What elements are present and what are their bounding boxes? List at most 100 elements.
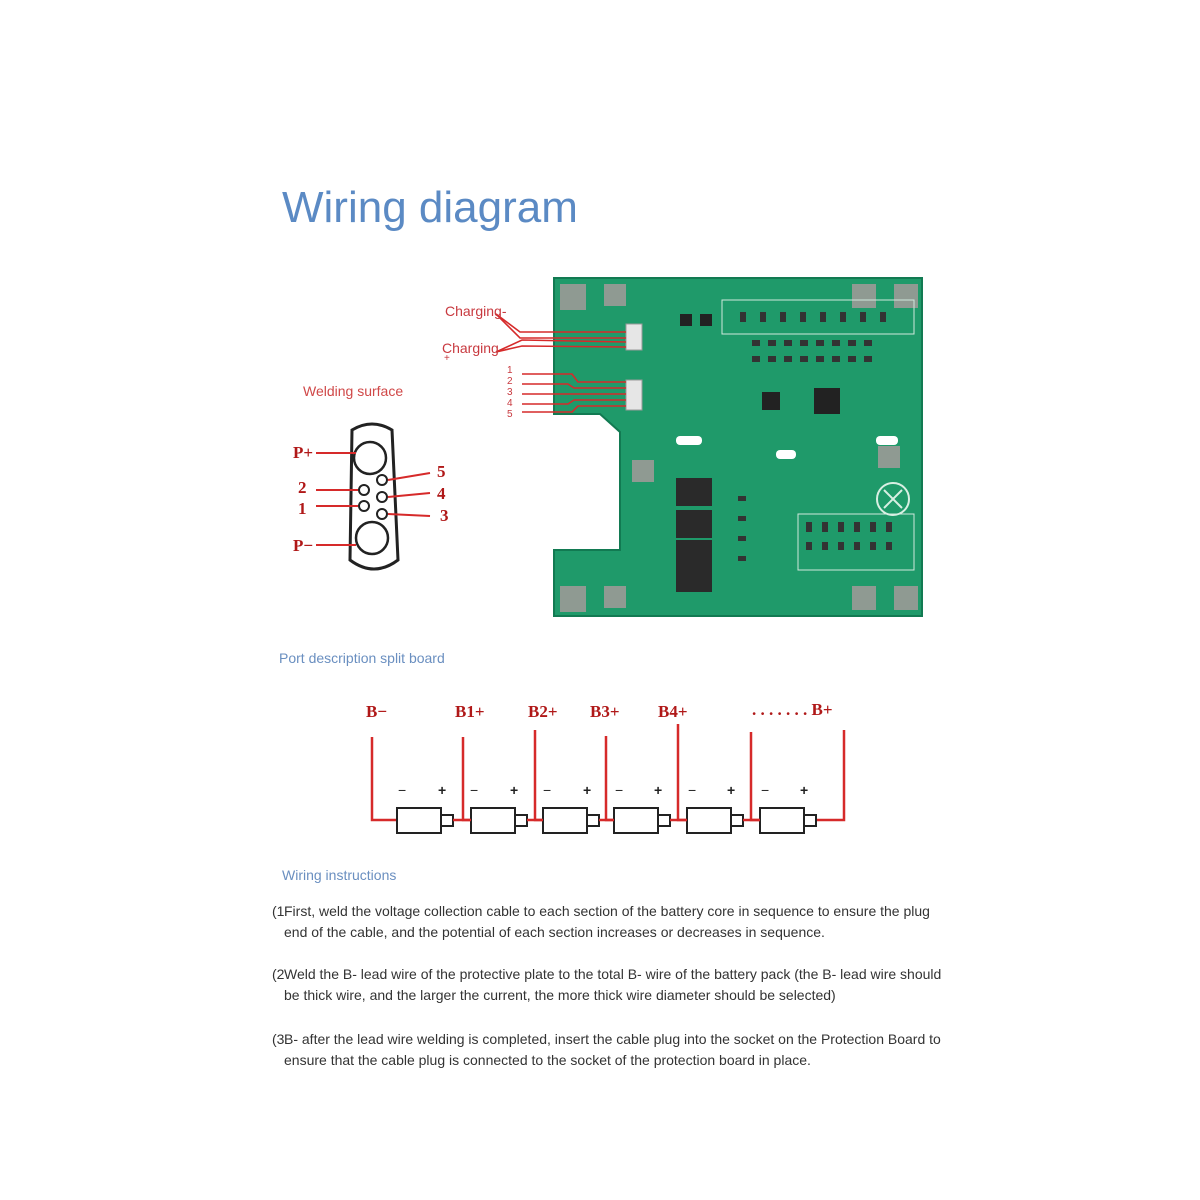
mosfet-4 — [676, 566, 712, 592]
wire-b-minus — [370, 737, 397, 822]
instruction-3-text: B- after the lead wire welding is comple… — [284, 1031, 941, 1068]
mosfet-2 — [676, 510, 712, 538]
pin-5-circle — [376, 474, 388, 486]
terminal-b4: B4+ — [658, 702, 688, 721]
terminal-b-minus: B− — [366, 702, 388, 721]
cell-1-minus: − — [398, 782, 407, 798]
terminal-b-plus: . . . . . . . B+ — [752, 700, 833, 719]
sense-number-1: 1 — [507, 365, 513, 376]
cell-1-plus: + — [438, 782, 447, 798]
charging-minus-wire-a — [495, 313, 626, 333]
pin-label-3: 3 — [440, 506, 449, 525]
slot-3 — [876, 436, 898, 445]
pad-top-3 — [852, 284, 876, 308]
cell-6-minus: − — [761, 782, 770, 798]
terminal-b1: B1+ — [455, 702, 485, 721]
pin-4-circle — [376, 491, 388, 503]
cell-1 — [396, 807, 442, 834]
pcb-outline — [553, 277, 923, 617]
cell-5 — [686, 807, 732, 834]
terminal-b2: B2+ — [528, 702, 558, 721]
pin-3-circle — [376, 508, 388, 520]
cell-5-plus: + — [727, 782, 736, 798]
instruction-2-text: Weld the B- lead wire of the protective … — [284, 966, 942, 1003]
pcb-board — [553, 277, 923, 617]
pin-label-5: 5 — [437, 462, 446, 481]
charging-wires — [495, 313, 627, 353]
mosfet-1 — [676, 478, 712, 506]
cell-6-cap — [803, 814, 817, 827]
sense-socket — [625, 379, 643, 411]
slot-2 — [776, 450, 796, 459]
welding-surface-label: Welding surface — [303, 383, 404, 399]
pad-top-2 — [604, 284, 626, 306]
wire-b5 — [749, 732, 760, 822]
cell-5-minus: − — [688, 782, 697, 798]
cell-4-minus: − — [615, 782, 624, 798]
pin-label-2: 2 — [298, 478, 307, 497]
charging-minus-label: Charging- — [445, 303, 507, 319]
charging-plus-label: Charging — [442, 340, 499, 356]
bottom-component-area — [797, 513, 915, 571]
pin-label-1: 1 — [298, 499, 307, 518]
sense-number-3: 3 — [507, 387, 513, 398]
cell-2-cap — [514, 814, 528, 827]
board-logo — [876, 482, 910, 516]
wire-b-plus — [814, 730, 846, 822]
pin-1-circle — [358, 500, 370, 512]
leader-5 — [387, 472, 431, 481]
charging-plus-wire-a — [495, 339, 627, 353]
instruction-2: (2 Weld the B- lead wire of the protecti… — [272, 964, 942, 1006]
pad-bottom-2 — [604, 586, 626, 608]
pin-p-minus-circle — [354, 520, 390, 556]
ic-1 — [680, 314, 692, 326]
pad-bottom-3 — [852, 586, 876, 610]
instruction-1: (1 First, weld the voltage collection ca… — [272, 901, 942, 943]
sense-number-4: 4 — [507, 398, 513, 409]
wire-b3 — [604, 736, 614, 822]
sense-wire-2 — [522, 383, 626, 389]
cell-1-cap — [440, 814, 454, 827]
charging-plus-sign: + — [444, 353, 450, 364]
sense-number-5: 5 — [507, 409, 513, 420]
pad-bottom-right — [894, 586, 918, 610]
charging-plus-wire-b — [495, 345, 627, 353]
ic-3 — [762, 392, 780, 410]
cell-2 — [470, 807, 516, 834]
top-component-area — [721, 299, 915, 335]
cell-2-minus: − — [470, 782, 479, 798]
pad-mid-right — [878, 446, 900, 468]
pin-label-4: 4 — [437, 484, 446, 503]
pin-2-circle — [358, 484, 370, 496]
pad-bottom-left — [560, 586, 586, 612]
leader-3 — [387, 513, 431, 517]
cell-3-plus: + — [583, 782, 592, 798]
charging-minus-wire-b — [495, 313, 626, 339]
slot-1 — [676, 436, 702, 445]
pin-label-p-minus: P− — [293, 536, 314, 555]
cell-6-plus: + — [800, 782, 809, 798]
cell-3-minus: − — [543, 782, 552, 798]
sense-wire-5 — [522, 405, 626, 413]
cell-4 — [613, 807, 659, 834]
ic-2 — [700, 314, 712, 326]
cell-4-cap — [657, 814, 671, 827]
pad-mid-left — [632, 460, 654, 482]
pin-label-p-plus: P+ — [293, 443, 314, 462]
cell-6 — [759, 807, 805, 834]
sense-wires — [522, 373, 626, 413]
cell-3-cap — [586, 814, 600, 827]
leader-4 — [387, 492, 431, 498]
sense-wire-1 — [522, 373, 626, 383]
cell-5-cap — [730, 814, 744, 827]
battery-chain — [370, 724, 846, 834]
instruction-3: (3 B- after the lead wire welding is com… — [272, 1029, 942, 1071]
instruction-2-marker: (2 — [272, 966, 285, 982]
charging-socket — [625, 323, 643, 351]
instruction-1-text: First, weld the voltage collection cable… — [284, 903, 930, 940]
mosfet-3 — [676, 540, 712, 568]
cell-4-plus: + — [654, 782, 663, 798]
instruction-3-marker: (3 — [272, 1031, 285, 1047]
wire-b1 — [461, 737, 471, 822]
